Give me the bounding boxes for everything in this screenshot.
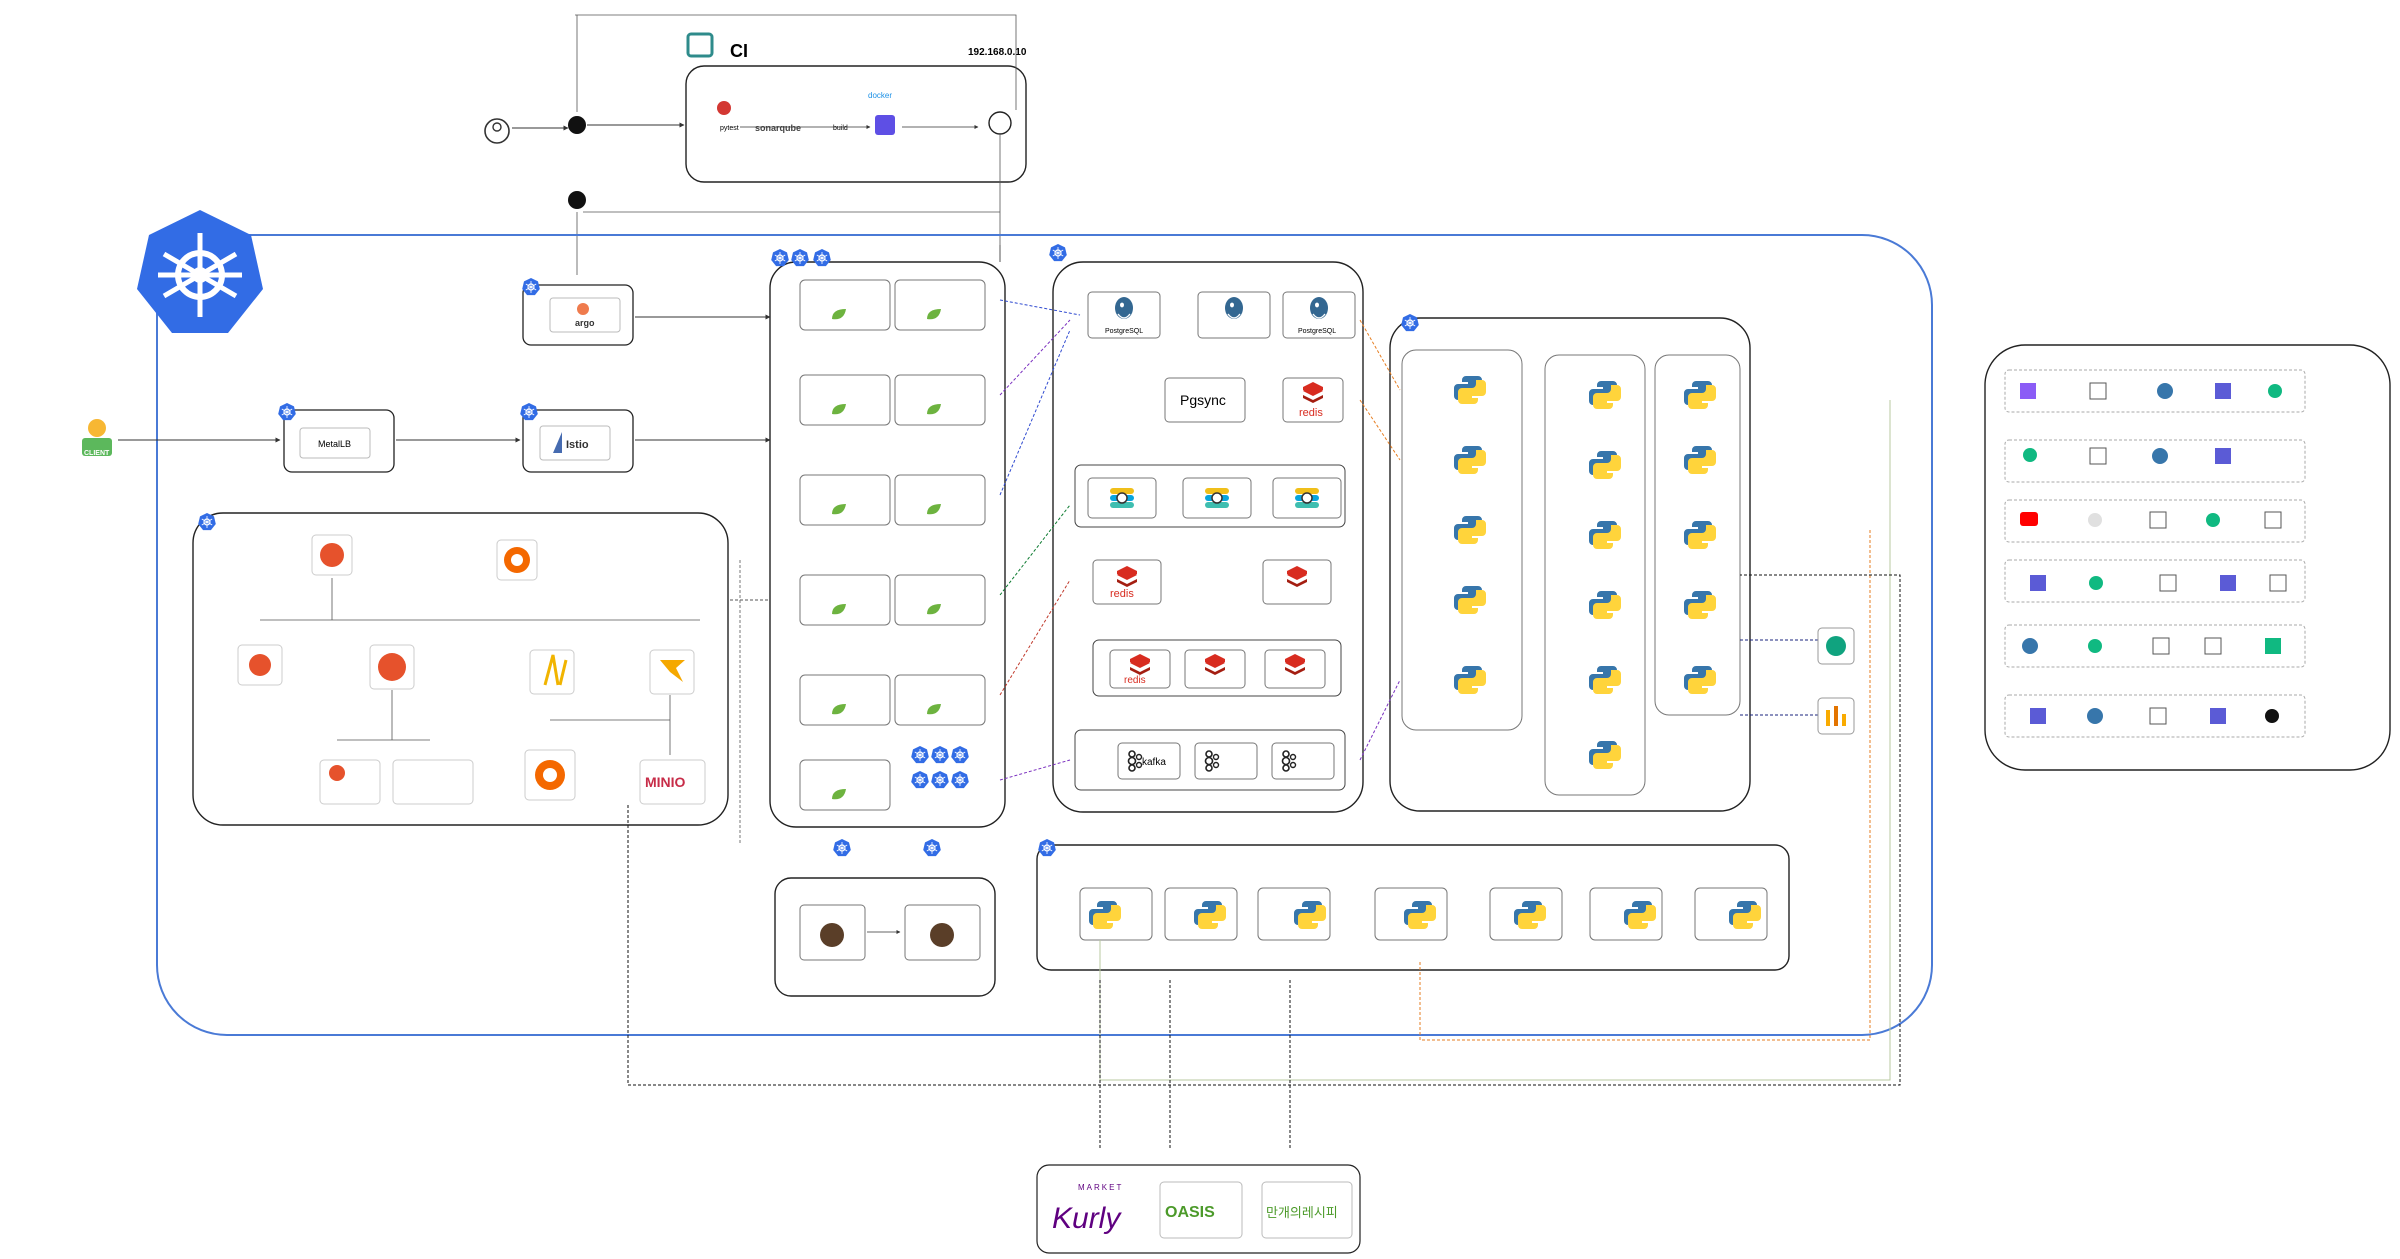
svg-text:redis: redis [1124, 675, 1146, 686]
ci-ip: 192.168.0.10 [968, 47, 1027, 58]
monitoring-namespace: MINIO [192, 512, 729, 826]
github-icon [568, 116, 586, 134]
brand3-logo: 만개의레시피 [1266, 1205, 1338, 1220]
ci-box [685, 65, 1027, 183]
ci-logo [686, 32, 714, 58]
k8s-cluster-boundary [156, 234, 1933, 1036]
kurly-logo: Kurly [1052, 1202, 1122, 1235]
svg-text:kafka: kafka [1142, 757, 1166, 768]
svg-text:PostgreSQL: PostgreSQL [1298, 328, 1336, 335]
data-sources: MARKET Kurly OASIS 만개의레시피 [1036, 1164, 1361, 1254]
istio-label: Istio [566, 439, 589, 451]
ci-section: CI 192.168.0.10 pytest sonarqube build d… [484, 14, 1027, 275]
minio-label: MINIO [645, 774, 686, 790]
jenkins-icon [717, 101, 731, 115]
client: CLIENT [82, 419, 112, 457]
sonarqube-label: sonarqube [755, 123, 801, 133]
svg-text:redis: redis [1110, 588, 1134, 600]
registry-icon [988, 111, 1012, 135]
svg-text:PostgreSQL: PostgreSQL [1105, 328, 1143, 335]
aws-panel [1984, 344, 2391, 771]
pgsync-label: Pgsync [1180, 392, 1226, 408]
connectors [627, 245, 1901, 1150]
kubernetes-logo [137, 210, 263, 333]
developer-icon [484, 118, 510, 144]
build-label: build [833, 125, 848, 132]
docker-label: docker [868, 91, 892, 100]
locust-namespace [774, 838, 996, 997]
pytest-label: pytest [720, 125, 739, 132]
trivy-icon [875, 115, 895, 135]
svg-text:CLIENT: CLIENT [84, 450, 110, 457]
kurly-brand: MARKET [1078, 1183, 1123, 1192]
svg-text:redis: redis [1299, 407, 1323, 419]
datastore-namespace: PostgreSQL PostgreSQL Pgsync redis redis… [1048, 243, 1364, 813]
github-icon-2 [568, 191, 586, 209]
ci-title: CI [730, 41, 748, 61]
argo-label: argo [575, 318, 595, 328]
aws-services [1817, 627, 1855, 735]
metallb-label: MetalLB [318, 439, 351, 449]
services-namespace [769, 248, 1006, 828]
crawler-namespace [1036, 838, 1790, 971]
oasis-logo: OASIS [1165, 1204, 1215, 1221]
workers-namespace [1389, 313, 1751, 812]
